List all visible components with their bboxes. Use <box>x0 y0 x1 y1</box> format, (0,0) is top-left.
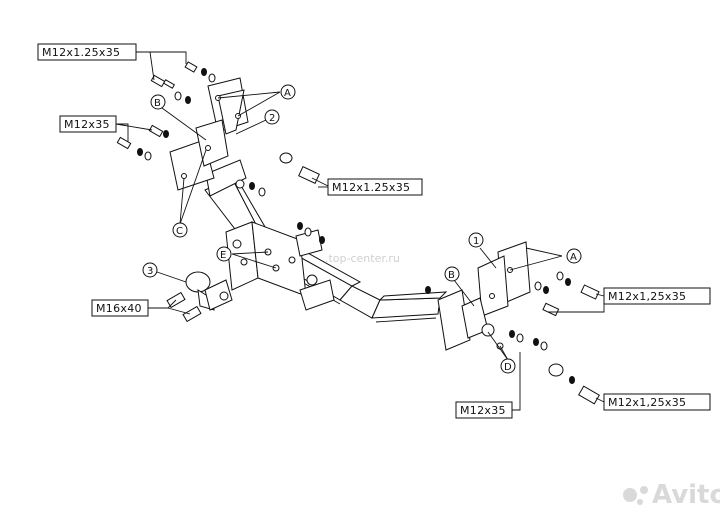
label-ball-bolt-text: M16x40 <box>96 302 142 315</box>
label-top-left-bolt: M12x1.25x35 <box>37 43 137 61</box>
callout-c: C <box>172 222 188 238</box>
callout-a-top-text: A <box>284 88 291 99</box>
callout-3: 3 <box>142 262 158 278</box>
label-bottom-bolt: M12x35 <box>455 401 513 419</box>
fasteners <box>116 61 600 405</box>
callout-e: E <box>216 246 232 262</box>
callout-a-right: A <box>566 248 582 264</box>
callout-2-text: 2 <box>269 113 275 124</box>
callout-1: 1 <box>468 232 484 248</box>
right-bracket-lower <box>437 289 504 351</box>
callout-3-text: 3 <box>147 266 153 277</box>
right-bracket-upper <box>477 241 531 317</box>
label-center-bolt-text: M12x1.25x35 <box>332 181 410 194</box>
callout-a-top: A <box>280 84 296 100</box>
label-ball-bolt: M16x40 <box>91 299 149 317</box>
label-bottom-bolt-text: M12x35 <box>460 404 506 417</box>
callout-b-right-text: B <box>448 270 455 281</box>
center-mount-plate <box>225 221 335 311</box>
callout-a-right-text: A <box>570 252 577 263</box>
callout-e-text: E <box>220 250 226 261</box>
label-top-left-bolt-text: M12x1.25x35 <box>42 46 120 59</box>
label-right-upper-bolt-text: M12x1,25x35 <box>608 290 686 303</box>
tow-ball <box>185 271 233 311</box>
left-bracket-upper <box>207 77 249 135</box>
callout-b-right: B <box>444 266 460 282</box>
label-center-bolt: M12x1.25x35 <box>327 178 423 196</box>
leader-lines <box>115 51 605 411</box>
label-right-lower-bolt-text: M12x1,25x35 <box>608 396 686 409</box>
label-left-mid-bolt-text: M12x35 <box>64 118 110 131</box>
callout-b-left: B <box>150 94 166 110</box>
watermark-text: ...top-center.ru <box>318 252 400 265</box>
avito-logo: Avito <box>623 480 720 510</box>
callout-d-text: D <box>504 362 512 373</box>
callout-c-text: C <box>176 226 183 237</box>
callout-1-text: 1 <box>473 236 479 247</box>
callout-b-left-text: B <box>154 98 161 109</box>
label-left-mid-bolt: M12x35 <box>59 115 117 133</box>
label-right-upper-bolt: M12x1,25x35 <box>603 287 711 305</box>
avito-brand-text: Avito <box>652 480 720 510</box>
callout-2: 2 <box>264 109 280 125</box>
callout-d: D <box>500 358 516 374</box>
label-right-lower-bolt: M12x1,25x35 <box>603 393 711 411</box>
